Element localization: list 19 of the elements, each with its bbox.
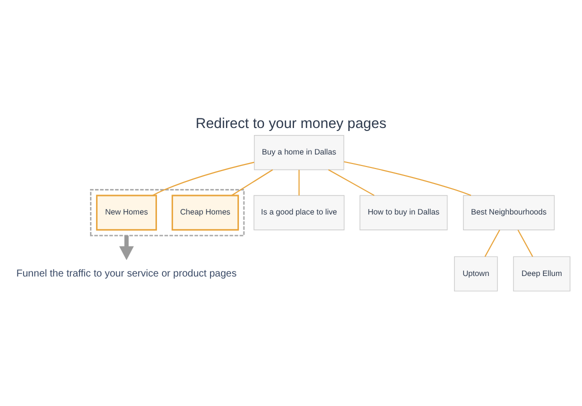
node-box: Is a good place to live	[254, 195, 345, 230]
diagram-title: Redirect to your money pages	[196, 116, 386, 132]
node-box: Best Neighbourhoods	[463, 195, 555, 230]
cluster	[90, 189, 245, 236]
node-box: New Homes	[96, 194, 157, 231]
node-text: Funnel the traffic to your service or product pages	[16, 268, 237, 280]
node-box: Deep Ellum	[513, 256, 570, 292]
arrow	[119, 236, 134, 260]
connector	[344, 161, 472, 196]
node-box: Cheap Homes	[172, 194, 239, 231]
connector	[152, 162, 254, 196]
connector	[484, 230, 500, 257]
node-box: How to buy in Dallas	[360, 195, 448, 230]
connector	[298, 170, 300, 196]
node-box: Uptown	[454, 256, 498, 292]
node-box: Buy a home in Dallas	[254, 134, 344, 170]
connector	[518, 230, 534, 257]
connector	[231, 169, 273, 196]
connector	[328, 169, 374, 196]
